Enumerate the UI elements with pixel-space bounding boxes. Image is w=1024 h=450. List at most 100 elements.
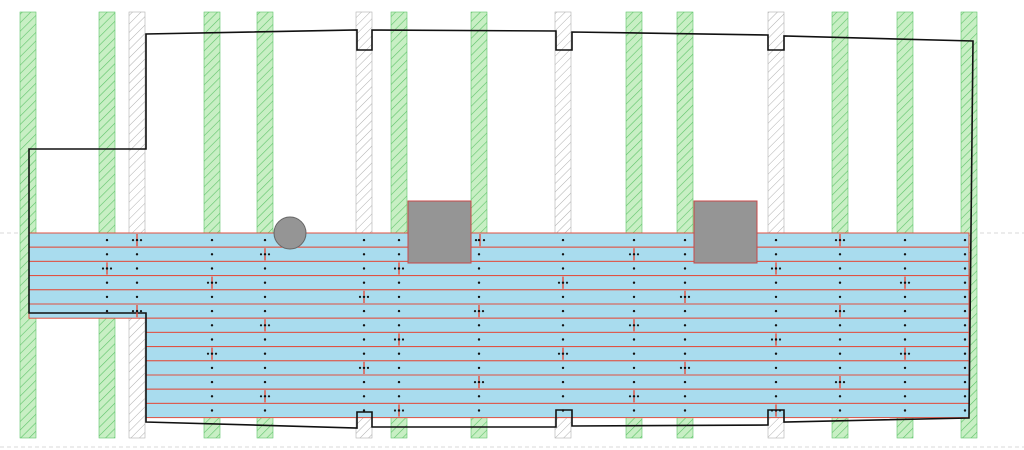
screw-dot (903, 281, 907, 284)
screw-dot (210, 267, 214, 270)
screw-dot (838, 238, 842, 242)
screw-dot (397, 352, 401, 355)
joint-screw (473, 310, 477, 313)
joint-screw (482, 239, 486, 242)
screw-dot (477, 238, 481, 242)
screw-dot (632, 380, 636, 384)
screw-dot (963, 395, 967, 398)
joint-screw (834, 310, 838, 313)
screw-dot (397, 267, 401, 270)
screw-dot (397, 338, 401, 341)
screw-dot (683, 309, 687, 313)
screw-dot (477, 338, 481, 341)
screw-dot (683, 253, 687, 256)
screw-dot (963, 253, 967, 256)
screw-dot (632, 295, 636, 299)
screw-dot (963, 409, 967, 412)
screw-dot (838, 352, 842, 355)
joint-screw (139, 239, 143, 242)
screw-dot (774, 395, 778, 398)
screw-dot (362, 324, 366, 327)
joint-screw (778, 267, 782, 270)
screw-dot (774, 253, 778, 256)
screw-dot (963, 338, 967, 341)
joint-screw (267, 395, 271, 398)
screw-dot (683, 267, 687, 270)
screw-dot (135, 309, 139, 313)
screw-dot (774, 352, 778, 355)
screw-dot (632, 324, 636, 327)
deck-board (145, 331, 970, 348)
screw-dot (362, 380, 366, 384)
screw-dot (683, 366, 687, 370)
screw-dot (135, 238, 139, 242)
joint-screw (366, 366, 370, 369)
screw-dot (210, 352, 214, 355)
screw-dot (632, 352, 636, 355)
screw-dot (477, 281, 481, 284)
joist-column (98, 11, 116, 439)
screw-dot (263, 324, 267, 327)
screw-dot (632, 366, 636, 370)
joint-screw (770, 409, 774, 412)
screw-dot (477, 409, 481, 412)
joint-screw (259, 253, 263, 256)
screw-dot (263, 338, 267, 341)
joint-screw (393, 267, 397, 270)
screw-dot (774, 295, 778, 299)
joint-screw (358, 366, 362, 369)
joint-screw (636, 324, 640, 327)
screw-dot (963, 380, 967, 384)
screw-dot (105, 281, 109, 284)
screw-dot (105, 309, 109, 313)
joint-screw (401, 409, 405, 412)
joint-screw (474, 239, 478, 242)
screw-dot (683, 295, 687, 299)
joint-screw (834, 381, 838, 384)
joint-screw (907, 352, 911, 355)
joint-screw (366, 295, 370, 298)
screw-dot (903, 309, 907, 313)
screw-dot (210, 281, 214, 284)
joint-screw (834, 239, 838, 242)
screw-dot (838, 338, 842, 341)
screw-dot (210, 238, 214, 242)
screw-dot (105, 295, 109, 299)
deck-board (28, 275, 970, 291)
joint-screw (259, 324, 263, 327)
screw-dot (135, 267, 139, 270)
screw-dot (561, 253, 565, 256)
screw-dot (963, 238, 967, 242)
joint-screw (628, 324, 632, 327)
screw-dot (397, 295, 401, 299)
screw-dot (903, 267, 907, 270)
screw-dot (561, 309, 565, 313)
joint-screw (770, 338, 774, 341)
screw-dot (210, 253, 214, 256)
joint-screw (628, 253, 632, 256)
screw-dot (561, 380, 565, 384)
screw-dot (632, 238, 636, 242)
screw-dot (362, 395, 366, 398)
joint-screw (636, 253, 640, 256)
joint-screw (131, 239, 135, 242)
screw-dot (838, 281, 842, 284)
deck-outline (28, 29, 974, 429)
joint-screw (267, 324, 271, 327)
screw-dot (263, 281, 267, 284)
screw-dot (683, 281, 687, 284)
screw-dot (774, 281, 778, 284)
deck-boards (28, 232, 970, 419)
screw-dot (105, 253, 109, 256)
screw-dot (397, 253, 401, 256)
screw-dot (561, 295, 565, 299)
screw-dot (362, 352, 366, 355)
screw-dot (903, 352, 907, 355)
deck-board (28, 289, 970, 305)
screw-dot (774, 338, 778, 341)
screw-dot (210, 366, 214, 370)
screw-dot (903, 338, 907, 341)
joint-screw (565, 281, 569, 284)
screw-dot (683, 338, 687, 341)
screw-dot (263, 238, 267, 242)
